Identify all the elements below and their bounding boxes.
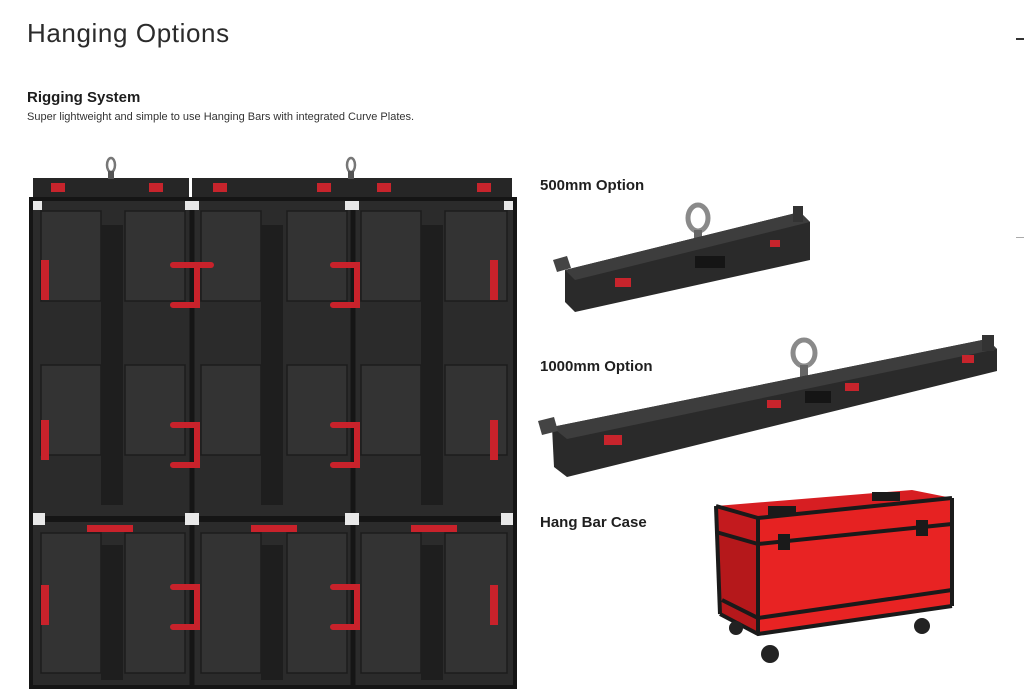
page-title: Hanging Options	[27, 18, 230, 48]
hang-bar-case-label: Hang Bar Case	[540, 514, 647, 531]
led-panel-wall-image	[29, 156, 517, 689]
hanging-bar-500mm-image	[553, 202, 810, 312]
hanging-bar-1000mm-image	[538, 335, 997, 477]
section-description: Super lightweight and simple to use Hang…	[27, 111, 415, 123]
option-1000mm-label: 1000mm Option	[540, 358, 653, 375]
page-edge-marker	[1016, 38, 1024, 40]
section-heading: Rigging System	[27, 89, 141, 106]
option-500mm-label: 500mm Option	[540, 177, 645, 194]
page-edge-marker-secondary	[1016, 237, 1024, 238]
hang-bar-case-image	[714, 490, 954, 663]
